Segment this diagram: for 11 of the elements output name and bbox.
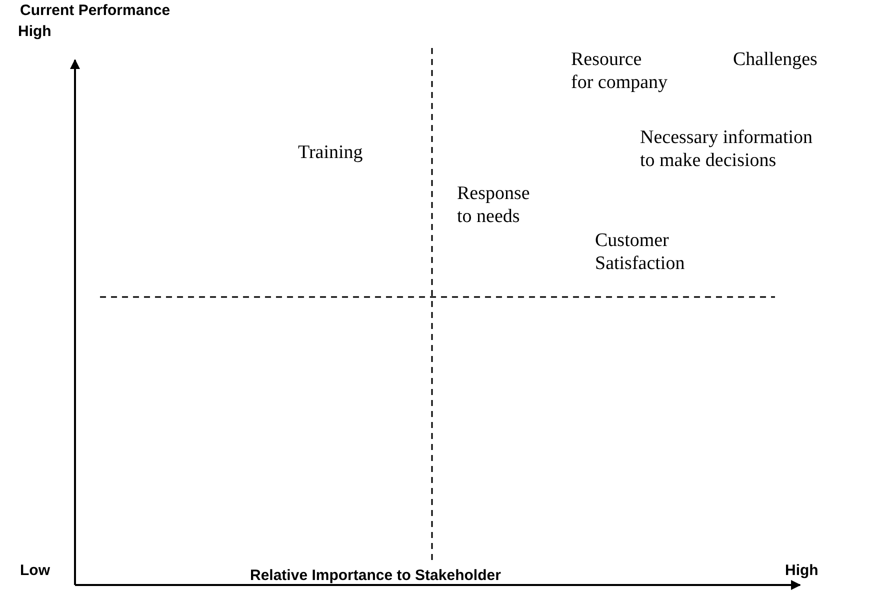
quadrant-item-label: Challenges	[733, 49, 818, 72]
axis-tick-label: High	[18, 23, 52, 41]
axis-title: Relative Importance to Stakeholder	[250, 567, 501, 585]
quadrant-item-label: Response to needs	[457, 183, 530, 229]
axis-tick-label: High	[785, 562, 818, 580]
quadrant-item-label: Training	[298, 142, 363, 165]
quadrant-item-label: Resource for company	[571, 49, 668, 95]
quadrant-item-label: Necessary information to make decisions	[640, 127, 813, 173]
quadrant-item-label: Customer Satisfaction	[595, 230, 685, 276]
axis-tick-label: Low	[20, 562, 50, 580]
axis-title: Current Performance	[20, 2, 170, 20]
